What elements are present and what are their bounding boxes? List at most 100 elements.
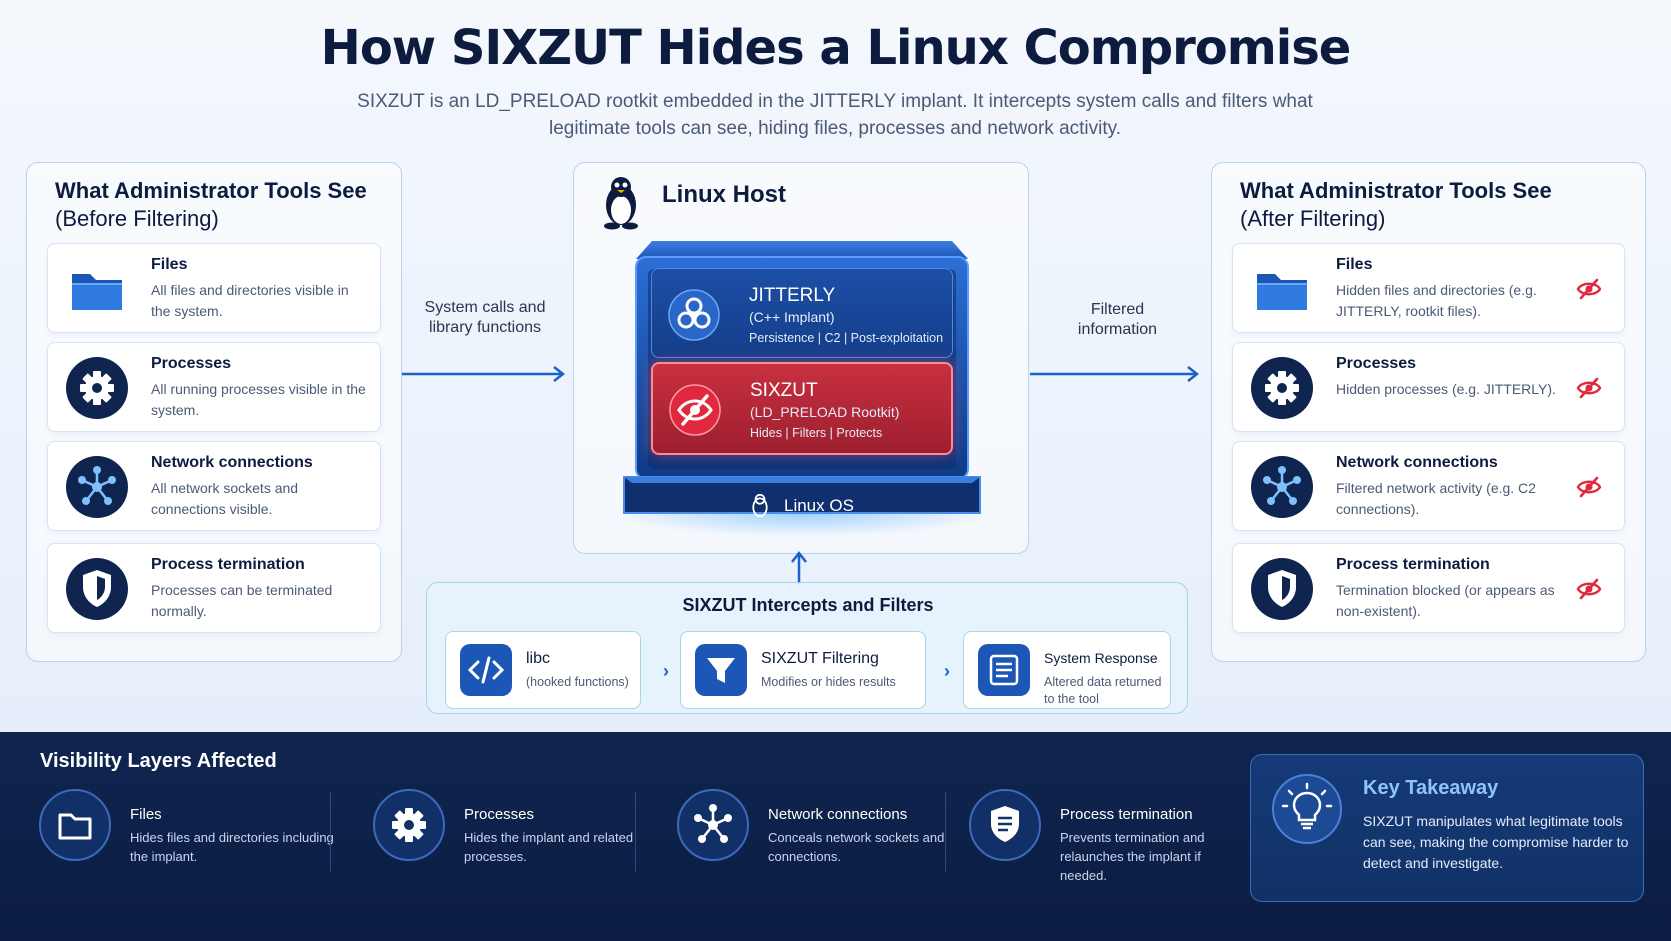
network-icon [1249,454,1315,520]
card-title: Processes [151,355,232,372]
step-title: libc [526,650,551,667]
chevron-right-icon: › [663,661,669,681]
filter-icon [695,644,747,696]
after-card-termination: Process termination Termination blocked … [1232,543,1625,633]
before-card-network: Network connections All network sockets … [47,441,381,531]
visibility-item-title: Network connections [768,806,908,823]
visibility-item-title: Files [130,806,162,823]
shield-icon [1249,556,1315,622]
gear-icon [1249,355,1315,421]
card-desc: Hidden processes (e.g. JITTERLY). [1336,381,1556,397]
card-title: Network connections [1336,454,1498,471]
step-title: SIXZUT Filtering [761,650,879,667]
chevron-right-icon: › [944,661,950,681]
card-title: Process termination [151,556,305,573]
key-takeaway-text: SIXZUT manipulates what legitimate tools… [1363,813,1629,871]
tux-icon [752,493,768,518]
card-title: Network connections [151,454,313,471]
jitterly-implant-box: JITTERLY (C++ Implant) Persistence | C2 … [651,268,953,358]
network-icon [64,454,130,520]
card-title: Files [1336,256,1373,273]
hidden-eye-icon [1576,576,1602,602]
visibility-item-termination: Process termination Prevents termination… [968,788,1238,883]
card-desc: Processes can be terminated normally. [151,582,333,619]
hidden-eye-icon [669,384,721,436]
visibility-item-title: Process termination [1060,806,1193,823]
card-desc: All files and directories visible in the… [151,282,349,319]
step-sixzut-filtering: SIXZUT Filtering Modifies or hides resul… [680,631,926,709]
step-libc: libc (hooked functions) [445,631,641,709]
sixzut-desc: Hides | Filters | Protects [750,426,883,440]
network-icon [677,789,749,861]
after-panel-title: What Administrator Tools See (After Filt… [1240,178,1552,231]
card-desc: All running processes visible in the sys… [151,381,366,418]
flow-label-right: Filtered information [1077,301,1158,338]
gear-icon [64,355,130,421]
page-subtitle: SIXZUT is an LD_PRELOAD rootkit embedded… [357,91,1313,139]
gear-icon [373,789,445,861]
before-card-files: Files All files and directories visible … [47,243,381,333]
card-desc: All network sockets and connections visi… [151,480,299,517]
card-desc: Filtered network activity (e.g. C2 conne… [1336,480,1536,517]
key-takeaway-title: Key Takeaway [1363,777,1499,799]
visibility-layers-section: Visibility Layers Affected Files Hides f… [0,732,1671,941]
code-icon [460,644,512,696]
visibility-item-desc: Hides files and directories including th… [130,830,334,864]
sixzut-name: SIXZUT [750,380,818,401]
jitterly-desc: Persistence | C2 | Post-exploitation [749,331,944,345]
hidden-eye-icon [1576,276,1602,302]
step-title: System Response [1044,650,1158,666]
visibility-item-processes: Processes Hides the implant and related … [372,788,633,878]
lightbulb-icon [1272,774,1342,844]
visibility-item-desc: Conceals network sockets and connections… [768,830,945,864]
arrow-up-icon [791,550,807,584]
after-card-network: Network connections Filtered network act… [1232,441,1625,531]
hidden-eye-icon [1576,375,1602,401]
card-desc: Termination blocked (or appears as non-e… [1336,582,1555,619]
intercept-panel: SIXZUT Intercepts and Filters libc (hook… [426,582,1188,714]
card-title: Files [151,256,188,273]
visibility-title: Visibility Layers Affected [40,750,277,772]
visibility-item-title: Processes [464,806,535,823]
before-card-termination: Process termination Processes can be ter… [47,543,381,633]
visibility-item-network: Network connections Conceals network soc… [676,788,944,878]
sixzut-rootkit-box: SIXZUT (LD_PRELOAD Rootkit) Hides | Filt… [651,362,953,455]
card-title: Process termination [1336,556,1490,573]
page-title: How SIXZUT Hides a Linux Compromise [320,20,1352,76]
visibility-item-files: Files Hides files and directories includ… [38,788,334,878]
intercept-title: SIXZUT Intercepts and Filters [682,595,934,615]
after-card-files: Files Hidden files and directories (e.g.… [1232,243,1625,333]
linux-os-label: Linux OS [784,496,854,515]
folder-icon [1249,256,1315,322]
shield-icon [64,556,130,622]
divider [330,792,331,872]
arrow-right-icon [402,366,566,382]
after-card-processes: Processes Hidden processes (e.g. JITTERL… [1232,342,1625,432]
arrow-right-icon [1030,366,1200,382]
list-icon [978,644,1030,696]
after-filtering-panel: What Administrator Tools See (After Filt… [1211,162,1646,662]
key-takeaway-box: Key Takeaway SIXZUT manipulates what leg… [1250,754,1644,902]
linux-host-title: Linux Host [662,181,786,208]
hidden-eye-icon [1576,474,1602,500]
biohazard-icon [668,289,720,341]
step-system-response: System Response Altered data returned to… [963,631,1171,709]
before-filtering-panel: What Administrator Tools See (Before Fil… [26,162,402,662]
visibility-item-desc: Hides the implant and related processes. [464,830,634,864]
sixzut-type: (LD_PRELOAD Rootkit) [750,404,900,420]
step-desc: (hooked functions) [526,675,629,689]
before-panel-title: What Administrator Tools See (Before Fil… [55,178,367,231]
divider [635,792,636,872]
visibility-item-desc: Prevents termination and relaunches the … [1060,830,1205,883]
divider [945,792,946,872]
folder-icon [64,256,130,322]
flow-label-left: System calls and library functions [424,299,546,336]
step-desc: Altered data returned to the tool [1044,675,1162,706]
card-desc: Hidden files and directories (e.g. JITTE… [1336,282,1537,319]
folder-icon [39,789,111,861]
card-title: Processes [1336,355,1417,372]
before-card-processes: Processes All running processes visible … [47,342,381,432]
step-desc: Modifies or hides results [761,675,896,689]
jitterly-type: (C++ Implant) [749,309,835,325]
document-shield-icon [969,789,1041,861]
